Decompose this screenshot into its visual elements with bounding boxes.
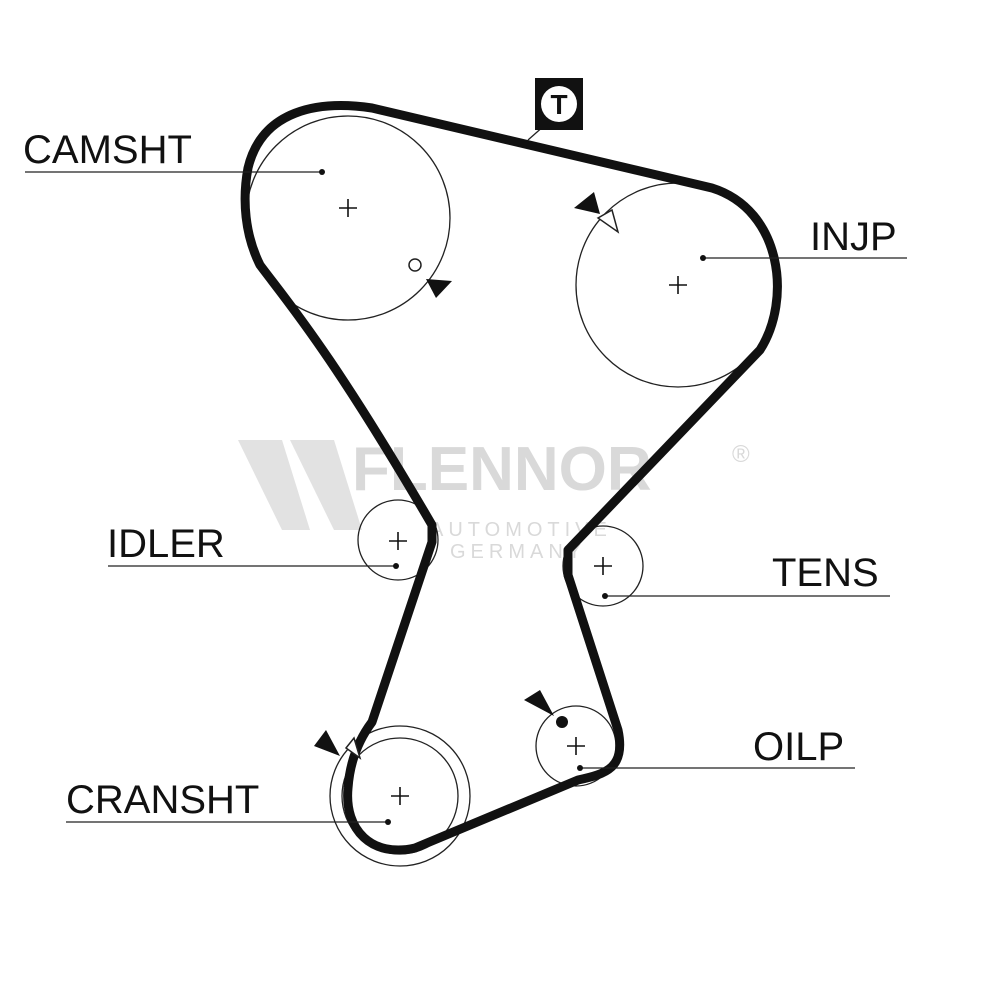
watermark: FLENNOR ® AUTOMOTIVE GERMANY bbox=[238, 435, 750, 563]
watermark-registered-mark: ® bbox=[732, 441, 750, 468]
crankshaft-leader-dot bbox=[385, 819, 391, 825]
tensioner-marker-letter: T bbox=[550, 89, 567, 120]
oil-pump-leader-dot bbox=[577, 765, 583, 771]
injection-pump-leader-dot bbox=[700, 255, 706, 261]
oil-pump-timing-mark-arrow-icon bbox=[524, 690, 554, 716]
center-cross-icon bbox=[339, 199, 357, 217]
idler-leader-dot bbox=[393, 563, 399, 569]
center-cross-icon bbox=[389, 532, 407, 550]
camshaft-timing-mark-arrow-icon bbox=[426, 279, 452, 298]
injection-pump-label: INJP bbox=[810, 215, 897, 259]
idler-label: IDLER bbox=[107, 522, 225, 566]
center-cross-icon bbox=[594, 557, 612, 575]
center-cross-icon bbox=[567, 737, 585, 755]
crankshaft-timing-mark-arrow-icon bbox=[314, 730, 340, 756]
crankshaft-label: CRANSHT bbox=[66, 778, 259, 822]
idler-pulley bbox=[357, 499, 439, 581]
tensioner-label: TENS bbox=[772, 551, 879, 595]
injection-pump-timing-mark-arrow-icon bbox=[574, 192, 600, 214]
watermark-line1: AUTOMOTIVE bbox=[430, 519, 612, 541]
injection-pump-timing-notch-icon bbox=[596, 208, 620, 234]
camshaft-leader-dot bbox=[319, 169, 325, 175]
crankshaft-timing-notch-icon bbox=[344, 736, 362, 760]
watermark-logo-icon bbox=[290, 440, 362, 530]
crankshaft-pulley bbox=[329, 725, 471, 867]
tensioner-pulley bbox=[562, 525, 644, 607]
center-cross-icon bbox=[391, 787, 409, 805]
camshaft-timing-dot-icon bbox=[408, 258, 422, 272]
watermark-logo-icon bbox=[238, 440, 310, 530]
oil-pump-label: OILP bbox=[753, 725, 844, 769]
watermark-line2: GERMANY bbox=[450, 541, 586, 563]
timing-belt bbox=[240, 101, 782, 855]
camshaft-label: CAMSHT bbox=[23, 128, 192, 172]
tensioner-marker: T bbox=[527, 78, 583, 141]
center-cross-icon bbox=[669, 276, 687, 294]
oil-pump-timing-dot-icon bbox=[556, 716, 568, 728]
tensioner-leader-dot bbox=[602, 593, 608, 599]
